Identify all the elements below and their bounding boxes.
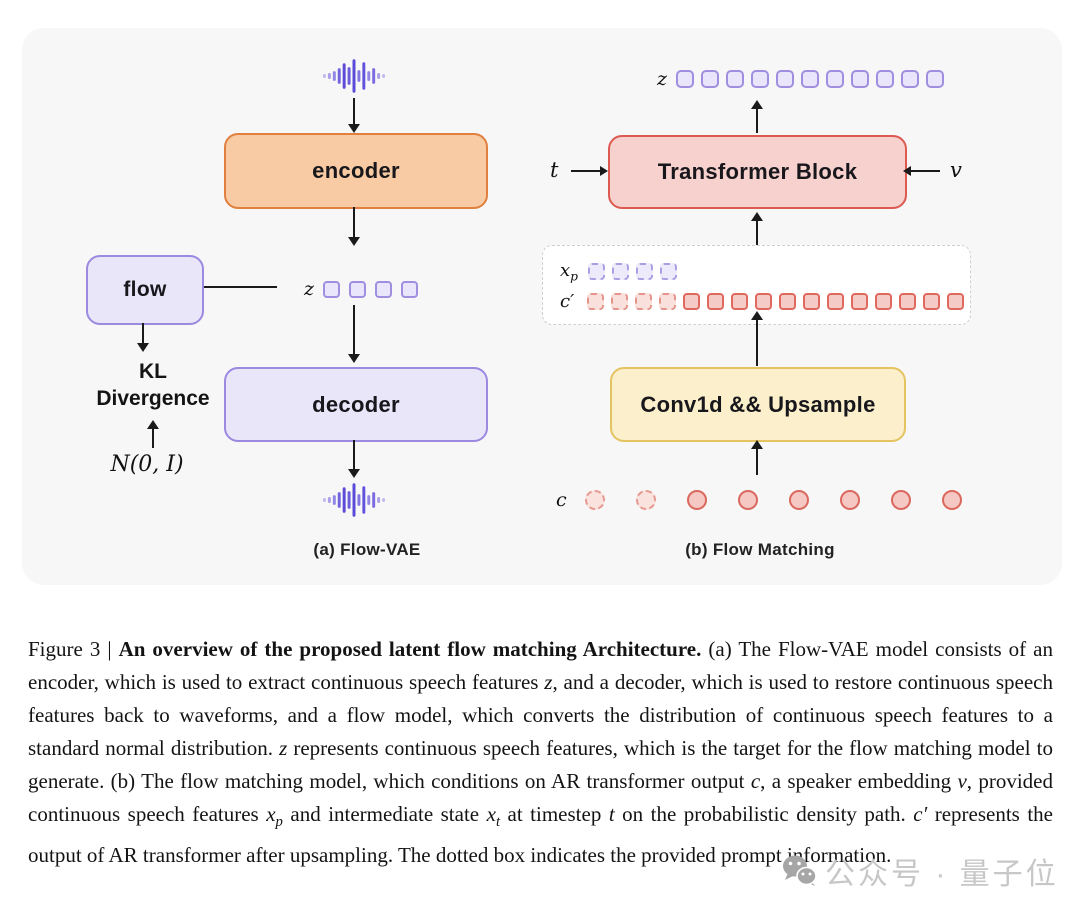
panel-b-caption: (b) Flow Matching	[685, 540, 835, 559]
token	[891, 490, 911, 510]
token	[660, 263, 677, 281]
encoder-label: encoder	[312, 158, 400, 183]
token	[635, 293, 653, 310]
z-label: z	[304, 278, 315, 300]
token	[851, 293, 869, 310]
waveform-icon	[322, 483, 386, 517]
panel-a-caption: (a) Flow-VAE	[313, 540, 421, 559]
token	[926, 70, 945, 88]
figure-caption: Figure 3 | An overview of the proposed l…	[28, 637, 1054, 868]
arrow-down-icon	[353, 207, 355, 237]
token	[349, 280, 367, 298]
waveform-icon	[322, 59, 386, 93]
decoder-box: decoder	[224, 367, 488, 442]
token	[588, 263, 605, 281]
z-label: z	[657, 68, 668, 90]
token	[612, 263, 629, 281]
token	[636, 490, 656, 510]
arrow-right-icon	[571, 170, 600, 172]
token	[585, 490, 605, 510]
wechat-icon	[783, 855, 817, 886]
arrow-down-icon	[353, 98, 355, 124]
z-token-row-b: z	[657, 68, 945, 90]
watermark: 公众号 · 量子位	[781, 849, 1059, 893]
token	[789, 490, 809, 510]
token	[801, 70, 820, 88]
flow-box: flow	[86, 255, 204, 325]
token	[683, 293, 701, 310]
token	[899, 293, 917, 310]
token	[803, 293, 821, 310]
arrow-up-icon	[152, 429, 154, 448]
c-label: c	[556, 489, 567, 511]
token	[707, 293, 725, 310]
v-label: v	[950, 158, 962, 182]
arrow-up-icon	[756, 320, 758, 366]
token	[731, 293, 749, 310]
kl-divergence-label: KL Divergence	[96, 360, 210, 410]
xp-token-row: xp	[560, 260, 677, 284]
c-token-row	[585, 490, 962, 510]
token	[611, 293, 629, 310]
arrow-down-icon	[353, 440, 355, 469]
token	[676, 70, 695, 88]
transformer-block-box: Transformer Block	[608, 135, 907, 209]
xp-label: xp	[560, 260, 578, 284]
token	[779, 293, 797, 310]
token	[323, 280, 341, 298]
token	[726, 70, 745, 88]
arrow-up-icon	[756, 221, 758, 247]
token	[738, 490, 758, 510]
conv-upsample-label: Conv1d && Upsample	[640, 391, 876, 417]
t-label: t	[550, 158, 559, 182]
token	[755, 293, 773, 310]
arrow-left-icon	[203, 286, 277, 288]
token	[947, 293, 965, 310]
cprime-label: c′	[560, 291, 575, 312]
token	[687, 490, 707, 510]
token	[901, 70, 920, 88]
conv-upsample-box: Conv1d && Upsample	[610, 367, 906, 442]
z-token-row-a: z	[304, 278, 419, 300]
watermark-text: 公众号 · 量子位	[825, 858, 1059, 891]
normal-distribution-label: N(0, I)	[110, 452, 184, 477]
cprime-token-row: c′	[560, 291, 965, 312]
arrow-up-icon	[756, 109, 758, 133]
figure-diagram-panel: encoder z flow KL Divergence N(0, I) dec…	[22, 28, 1062, 585]
token	[701, 70, 720, 88]
token	[826, 70, 845, 88]
arrow-left-icon	[911, 170, 940, 172]
arrow-up-icon	[756, 449, 758, 475]
flow-label: flow	[123, 278, 167, 301]
token	[776, 70, 795, 88]
transformer-block-label: Transformer Block	[657, 159, 858, 184]
token	[636, 263, 653, 281]
token	[375, 280, 393, 298]
arrow-down-icon	[353, 305, 355, 354]
encoder-box: encoder	[224, 133, 488, 209]
token	[923, 293, 941, 310]
token	[942, 490, 962, 510]
token	[840, 490, 860, 510]
token	[827, 293, 845, 310]
decoder-label: decoder	[312, 391, 400, 417]
token	[401, 280, 419, 298]
token	[875, 293, 893, 310]
arrow-down-icon	[142, 323, 144, 343]
token	[876, 70, 895, 88]
token	[751, 70, 770, 88]
token	[659, 293, 677, 310]
token	[851, 70, 870, 88]
token	[587, 293, 605, 310]
